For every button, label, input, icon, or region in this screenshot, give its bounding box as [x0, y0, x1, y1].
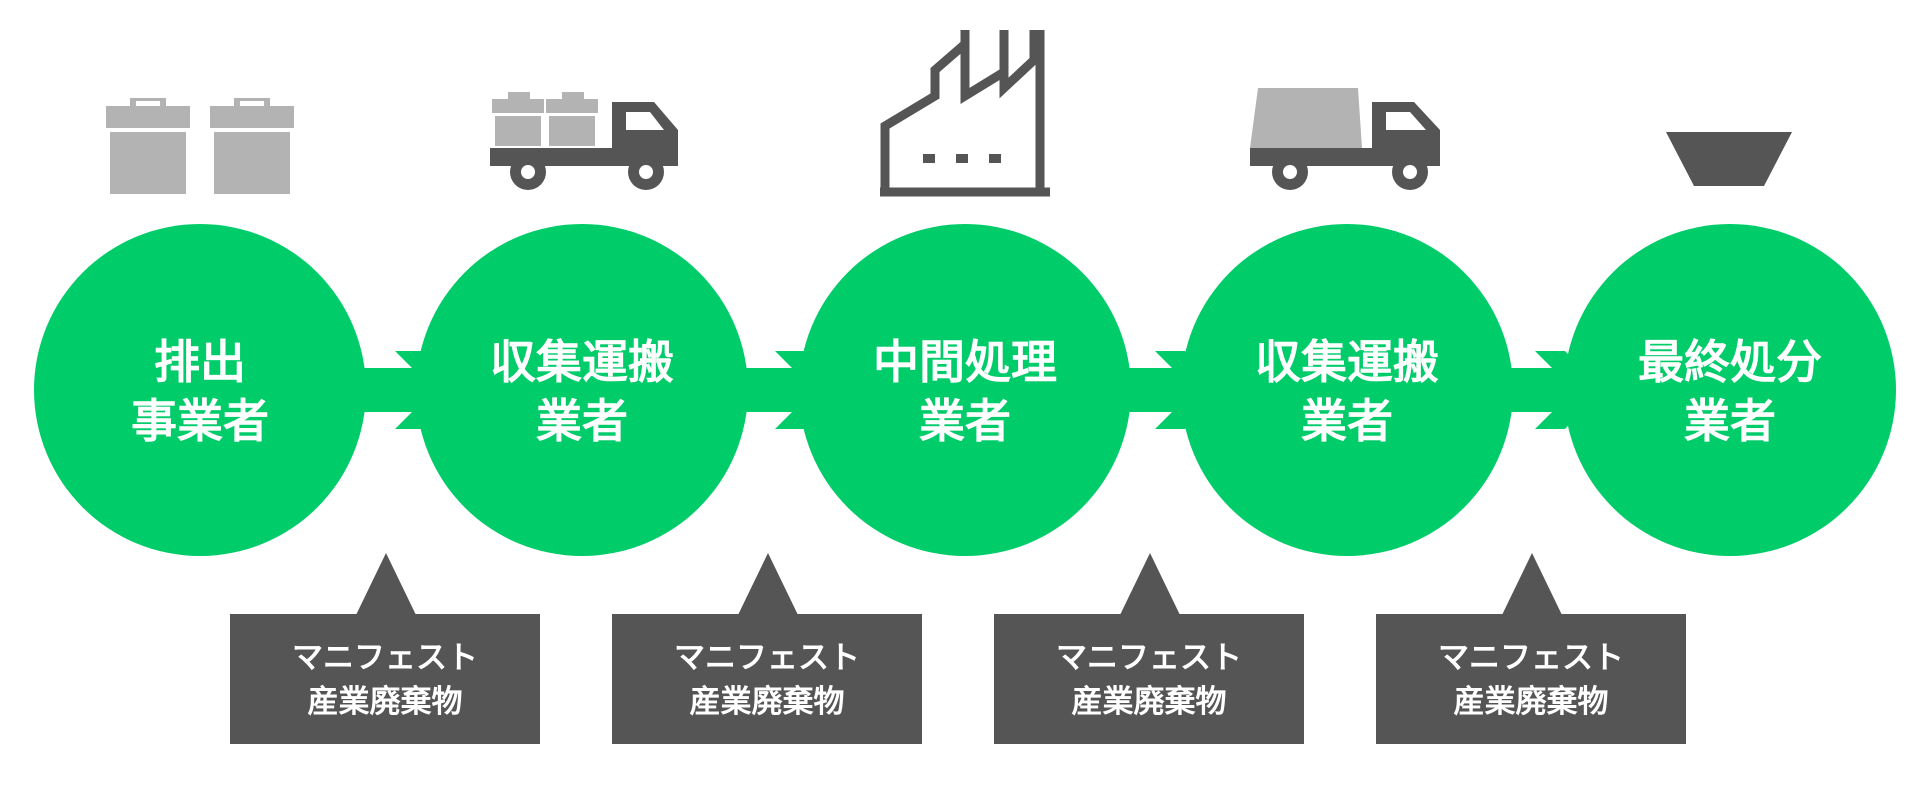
step-3: 中間処理 業者 [799, 224, 1131, 556]
callout-box [1376, 614, 1686, 744]
step-2: 収集運搬 業者 [416, 224, 748, 556]
step-circle [1181, 224, 1513, 556]
manifest-label-line2: 産業廃棄物 [1072, 684, 1227, 720]
step-circle [34, 224, 366, 556]
manifest-callout-4: マニフェスト 産業廃棄物 [1376, 553, 1686, 744]
step-label-line1: 収集運搬 [1255, 335, 1439, 389]
step-label-line1: 最終処分 [1638, 335, 1822, 389]
dump-truck-icon [1250, 88, 1440, 190]
step-label-line1: 排出 [154, 335, 246, 389]
trash-cans-icon [106, 98, 294, 194]
step-4: 収集運搬 業者 [1181, 224, 1513, 556]
step-5: 最終処分 業者 [1564, 224, 1896, 556]
step-label-line1: 収集運搬 [490, 335, 674, 389]
step-label-line2: 業者 [536, 394, 628, 448]
step-label-line2: 業者 [1684, 394, 1776, 448]
step-label-line2: 業者 [1301, 394, 1393, 448]
manifest-callout-1: マニフェスト 産業廃棄物 [230, 553, 540, 744]
step-label-line1: 中間処理 [873, 335, 1057, 389]
truck-with-trash-cans-icon [490, 92, 678, 190]
callout-pointer [356, 553, 416, 615]
manifest-label-line1: マニフェスト [1056, 640, 1242, 676]
callout-pointer [1502, 553, 1562, 615]
factory-icon [880, 30, 1050, 197]
callout-box [612, 614, 922, 744]
manifest-label-line2: 産業廃棄物 [1454, 684, 1609, 720]
callout-box [994, 614, 1304, 744]
manifest-label-line2: 産業廃棄物 [690, 684, 845, 720]
callout-box [230, 614, 540, 744]
step-label-line2: 業者 [919, 394, 1011, 448]
manifest-callout-2: マニフェスト 産業廃棄物 [612, 553, 922, 744]
landfill-pit-icon [1666, 132, 1792, 186]
step-1: 排出 事業者 [34, 224, 366, 556]
step-circle [1564, 224, 1896, 556]
step-label-line2: 事業者 [131, 394, 269, 448]
step-circle [416, 224, 748, 556]
manifest-label-line2: 産業廃棄物 [308, 684, 463, 720]
manifest-callout-3: マニフェスト 産業廃棄物 [994, 553, 1304, 744]
manifest-label-line1: マニフェスト [1438, 640, 1624, 676]
step-circle [799, 224, 1131, 556]
manifest-label-line1: マニフェスト [292, 640, 478, 676]
callout-pointer [738, 553, 798, 615]
callout-pointer [1120, 553, 1180, 615]
manifest-label-line1: マニフェスト [674, 640, 860, 676]
